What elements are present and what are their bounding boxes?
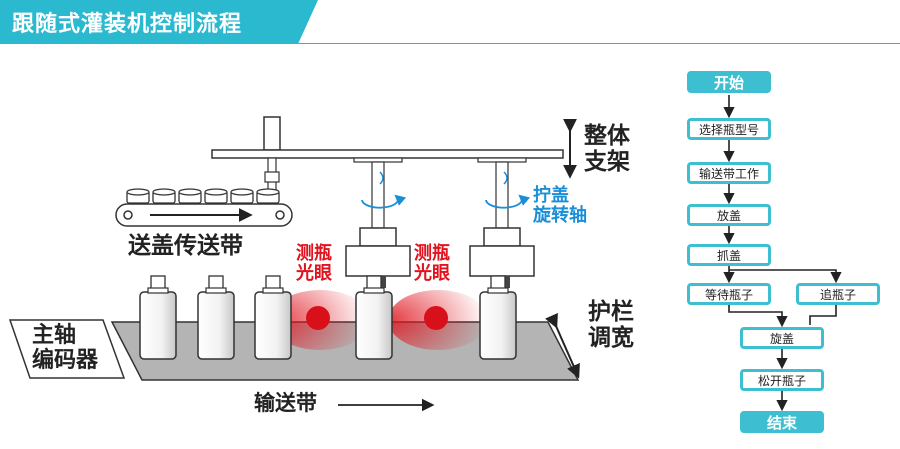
bottle-4 <box>355 275 393 360</box>
bottle-2 <box>197 275 235 360</box>
flow-chase-bottle: 追瓶子 <box>796 283 880 305</box>
flow-conveyor-work: 输送带工作 <box>687 162 771 184</box>
title-banner <box>0 0 900 44</box>
caps-on-conveyor <box>126 188 280 204</box>
cap-4 <box>204 188 228 204</box>
flow-release-bottle: 松开瓶子 <box>740 369 824 391</box>
flow-grab-cap: 抓盖 <box>687 244 771 266</box>
cap-1 <box>126 188 150 204</box>
cap-6 <box>256 188 280 204</box>
bottle-3 <box>254 275 292 360</box>
guard-adjust-arrow <box>545 312 580 379</box>
rotate-arrow-1 <box>361 194 407 209</box>
page-title: 跟随式灌装机控制流程 <box>12 12 243 37</box>
flowchart-connectors <box>723 95 842 412</box>
cap-3 <box>178 188 202 204</box>
capping-head-1 <box>345 157 411 288</box>
encoder-panel <box>8 319 126 379</box>
bottle-5 <box>479 275 517 360</box>
cap-5 <box>230 188 254 204</box>
flow-start: 开始 <box>687 71 771 93</box>
sensor-eye-2 <box>424 306 448 330</box>
bottle-1 <box>139 275 177 360</box>
rotate-arrow-2 <box>485 194 531 209</box>
cap-rotate-label: 拧盖旋转轴 <box>533 185 587 227</box>
bottle-sensor-label-2: 测瓶光眼 <box>414 243 450 285</box>
conveyor-label: 输送带 <box>254 391 317 415</box>
flow-place-cap: 放盖 <box>687 204 771 226</box>
sensor-eye-1 <box>306 306 330 330</box>
guard-adjust-label: 护栏调宽 <box>588 299 634 351</box>
frame-column <box>263 116 281 151</box>
cap-conveyor-label: 送盖传送带 <box>128 233 243 259</box>
encoder-label: 主轴编码器 <box>32 323 99 373</box>
flow-screw-cap: 旋盖 <box>740 327 824 349</box>
bottles-on-conveyor <box>139 275 517 360</box>
cap-2 <box>152 188 176 204</box>
flow-end: 结束 <box>740 411 824 433</box>
flow-wait-bottle: 等待瓶子 <box>687 283 771 305</box>
bottle-sensor-label-1: 测瓶光眼 <box>296 243 332 285</box>
capping-head-2 <box>469 157 535 288</box>
frame-beam <box>211 149 564 159</box>
flow-select-bottle: 选择瓶型号 <box>687 118 771 140</box>
frame-label: 整体支架 <box>584 123 630 175</box>
